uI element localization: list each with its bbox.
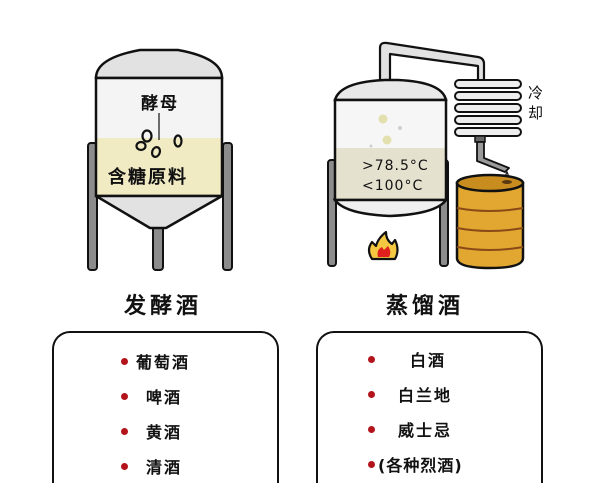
distilled-liquor-title: 蒸馏酒 bbox=[385, 294, 464, 319]
outlet-spout bbox=[476, 141, 510, 173]
list-item: 清酒 bbox=[146, 458, 183, 477]
fermented-liquor-list: 葡萄酒 啤酒 黄酒 清酒 bbox=[52, 331, 279, 483]
list-item: 啤酒 bbox=[146, 388, 183, 407]
diagram-artwork bbox=[87, 41, 525, 271]
fermenter-dome bbox=[94, 48, 224, 80]
collection-barrel bbox=[455, 173, 525, 270]
still-bottom bbox=[332, 198, 449, 218]
still-dome bbox=[333, 78, 448, 102]
list-item: 威士忌 bbox=[398, 421, 453, 440]
yeast-cell-icon bbox=[141, 129, 153, 143]
still-liquid bbox=[335, 148, 446, 200]
fermenter-tank bbox=[87, 48, 233, 271]
fermenter-cone bbox=[94, 194, 224, 230]
cooling-coil bbox=[454, 79, 522, 137]
list-item: 白酒 bbox=[410, 351, 447, 370]
temperature-min: >78.5°C bbox=[362, 158, 429, 174]
distilled-liquor-list: 白酒 白兰地 威士忌 (各种烈酒) bbox=[316, 331, 543, 483]
fermenter-leg-right bbox=[222, 142, 233, 271]
mash-label: 含糖原料 bbox=[108, 167, 188, 188]
flame-icon bbox=[367, 230, 399, 261]
cooling-label: 冷却 bbox=[528, 84, 546, 122]
temperature-max: <100°C bbox=[362, 178, 424, 194]
fermented-liquor-title: 发酵酒 bbox=[123, 294, 202, 319]
list-item: 黄酒 bbox=[146, 423, 183, 442]
bubble-icon bbox=[378, 114, 388, 124]
list-item: (各种烈酒) bbox=[378, 456, 463, 475]
distillation-still bbox=[327, 41, 525, 270]
yeast-label: 酵母 bbox=[141, 94, 179, 114]
fermenter-leg-center bbox=[152, 224, 164, 271]
list-item: 葡萄酒 bbox=[136, 353, 191, 372]
list-item: 白兰地 bbox=[398, 386, 453, 405]
